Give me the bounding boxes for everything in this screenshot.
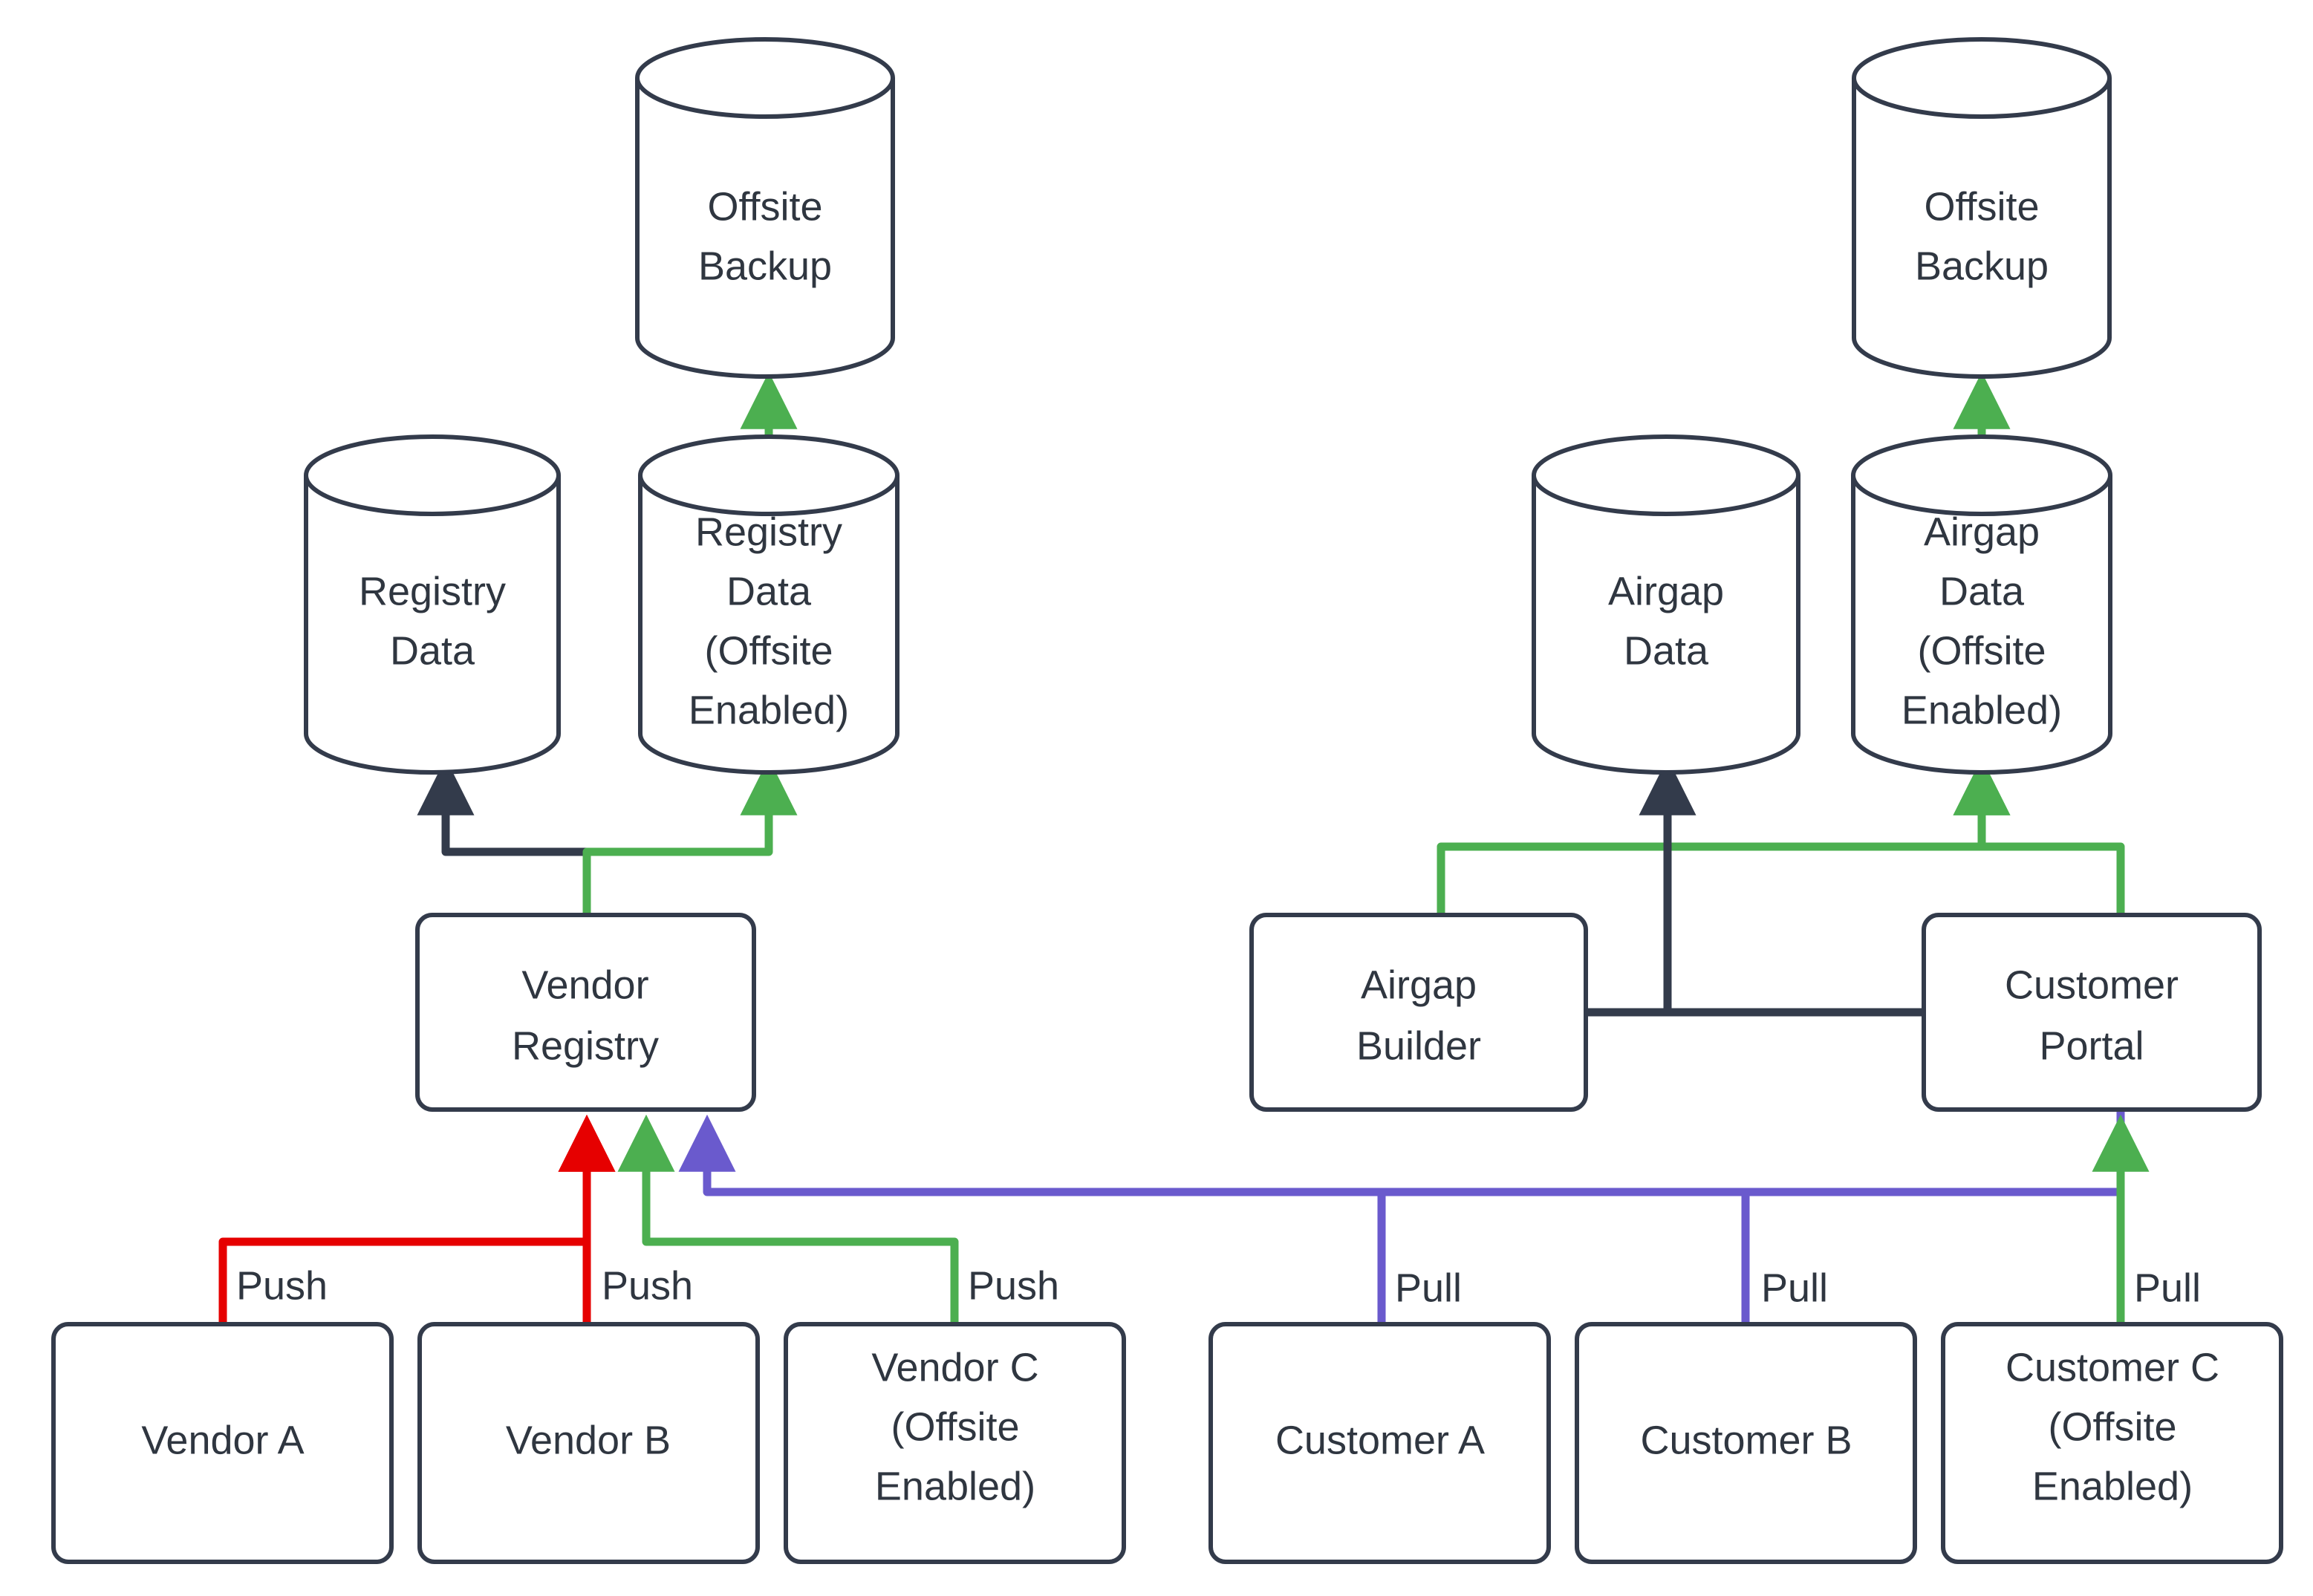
node-label: Vendor B <box>506 1418 671 1462</box>
node-customer-portal[interactable]: Customer Portal <box>1922 913 2262 1112</box>
node-label: Airgap <box>1361 963 1477 1007</box>
node-label: Builder <box>1356 1023 1481 1068</box>
node-customer-a[interactable]: Customer A <box>1208 1322 1551 1564</box>
node-vendor-registry[interactable]: Vendor Registry <box>415 913 756 1112</box>
node-label: (Offsite <box>704 628 833 673</box>
node-label: Airgap <box>1924 509 2040 554</box>
edge-customer-portal-to-vendor-registry <box>678 1110 2125 1196</box>
node-label: Customer B <box>1640 1418 1852 1462</box>
node-label: Customer C <box>2005 1345 2219 1390</box>
node-customer-c[interactable]: Customer C (Offsite Enabled) <box>1941 1322 2283 1564</box>
node-label: Offsite <box>1924 184 2039 229</box>
node-label: Enabled) <box>2032 1464 2193 1508</box>
node-label: Data <box>1939 569 2025 613</box>
edge-label-customer-c-pull: Pull <box>2134 1266 2201 1310</box>
node-label: Data <box>726 569 812 613</box>
edge-label-vendor-a-push: Push <box>236 1263 328 1308</box>
node-label: Backup <box>698 244 832 288</box>
node-registry-data[interactable]: Registry Data <box>304 434 561 775</box>
edge-label-customer-a-pull: Pull <box>1395 1266 1462 1310</box>
node-offsite-backup-left[interactable]: Offsite Backup <box>635 37 895 379</box>
node-label: Offsite <box>707 184 822 229</box>
node-airgap-builder[interactable]: Airgap Builder <box>1249 913 1588 1112</box>
edge-label-vendor-c-push: Push <box>968 1263 1059 1308</box>
node-offsite-backup-right[interactable]: Offsite Backup <box>1852 37 2112 379</box>
node-label: Airgap <box>1608 569 1724 613</box>
node-label: Backup <box>1915 244 2049 288</box>
node-label: Registry <box>359 569 506 613</box>
node-label: Enabled) <box>689 688 849 732</box>
node-registry-data-offsite[interactable]: Registry Data (Offsite Enabled) <box>638 434 900 775</box>
node-label: Data <box>1624 628 1709 673</box>
node-customer-b[interactable]: Customer B <box>1575 1322 1917 1564</box>
node-label: (Offsite <box>2048 1404 2176 1449</box>
node-label: Data <box>390 628 475 673</box>
node-label: Vendor <box>521 963 648 1007</box>
edge-customer-portal-to-airgap-data-offsite <box>1953 758 2125 915</box>
edge-vendor-c-to-vendor-registry <box>617 1114 959 1324</box>
edge-customer-a-to-customer-portal <box>1377 1110 2125 1324</box>
edge-label-vendor-b-push: Push <box>602 1263 693 1308</box>
edge-label-customer-b-pull: Pull <box>1761 1266 1828 1310</box>
node-label: Portal <box>2039 1023 2144 1068</box>
edge-vendor-registry-to-registry-data <box>417 758 591 915</box>
node-label: Registry <box>512 1023 659 1068</box>
node-vendor-c[interactable]: Vendor C (Offsite Enabled) <box>784 1322 1126 1564</box>
node-label: Customer <box>2005 963 2179 1007</box>
node-airgap-data-offsite[interactable]: Airgap Data (Offsite Enabled) <box>1851 434 2112 775</box>
node-label: Vendor C <box>871 1345 1038 1390</box>
node-label: (Offsite <box>1917 628 2046 673</box>
node-label: Registry <box>695 509 842 554</box>
node-label: Customer A <box>1275 1418 1485 1462</box>
node-label: Enabled) <box>875 1464 1035 1508</box>
edge-vendor-registry-to-registry-data-offsite <box>582 758 798 915</box>
node-label: (Offsite <box>891 1404 1019 1449</box>
edge-airgap-builder-to-airgap-data-offsite <box>1437 758 2011 915</box>
node-vendor-b[interactable]: Vendor B <box>417 1322 760 1564</box>
node-label: Vendor A <box>141 1418 304 1462</box>
node-label: Enabled) <box>1902 688 2062 732</box>
node-airgap-data[interactable]: Airgap Data <box>1532 434 1800 775</box>
node-vendor-a[interactable]: Vendor A <box>51 1322 394 1564</box>
